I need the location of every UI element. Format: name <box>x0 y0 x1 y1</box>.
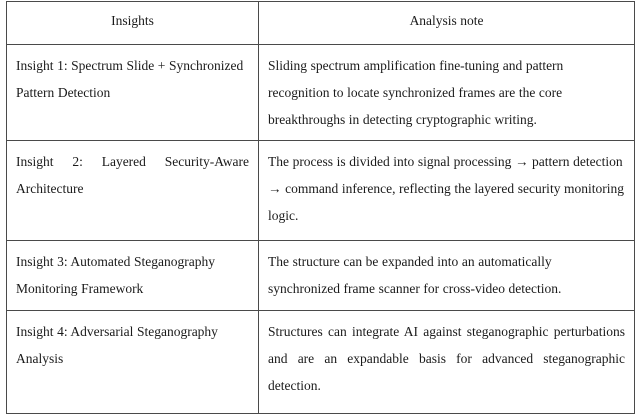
insights-analysis-table: Insights Analysis note Insight 1: Spectr… <box>6 1 635 414</box>
insight-4-text: Insight 4: Adversarial Steganography Ana… <box>16 324 218 366</box>
cell-insight-1: Insight 1: Spectrum Slide + Synchronized… <box>6 44 259 141</box>
table-body: Insight 1: Spectrum Slide + Synchronized… <box>6 44 635 414</box>
column-header-analysis-note: Analysis note <box>258 1 635 45</box>
note-2-text: The process is divided into signal proce… <box>268 154 625 223</box>
cell-note-4: Structures can integrate AI against steg… <box>258 310 635 414</box>
note-1-text: Sliding spectrum amplification fine-tuni… <box>268 58 564 127</box>
table-header: Insights Analysis note <box>6 1 635 45</box>
table-row: Insight 3: Automated Steganography Monit… <box>6 240 635 311</box>
cell-insight-2: Insight 2: Layered Security-Aware Archit… <box>6 140 259 241</box>
cell-note-1: Sliding spectrum amplification fine-tuni… <box>258 44 635 141</box>
insight-1-text: Insight 1: Spectrum Slide + Synchronized… <box>16 58 244 100</box>
column-header-insights-label: Insights <box>111 13 154 28</box>
column-header-analysis-note-label: Analysis note <box>409 13 484 28</box>
cell-note-3: The structure can be expanded into an au… <box>258 240 635 311</box>
insight-2-text: Insight 2: Layered Security-Aware Archit… <box>16 154 249 196</box>
cell-note-2: The process is divided into signal proce… <box>258 140 635 241</box>
cell-insight-3: Insight 3: Automated Steganography Monit… <box>6 240 259 311</box>
table-row: Insight 2: Layered Security-Aware Archit… <box>6 140 635 241</box>
table-header-row: Insights Analysis note <box>6 1 635 45</box>
table-row: Insight 1: Spectrum Slide + Synchronized… <box>6 44 635 141</box>
table-row: Insight 4: Adversarial Steganography Ana… <box>6 310 635 414</box>
note-4-text: Structures can integrate AI against steg… <box>268 324 625 393</box>
cell-insight-4: Insight 4: Adversarial Steganography Ana… <box>6 310 259 414</box>
column-header-insights: Insights <box>6 1 259 45</box>
note-3-text: The structure can be expanded into an au… <box>268 254 562 296</box>
insight-3-text: Insight 3: Automated Steganography Monit… <box>16 254 215 296</box>
